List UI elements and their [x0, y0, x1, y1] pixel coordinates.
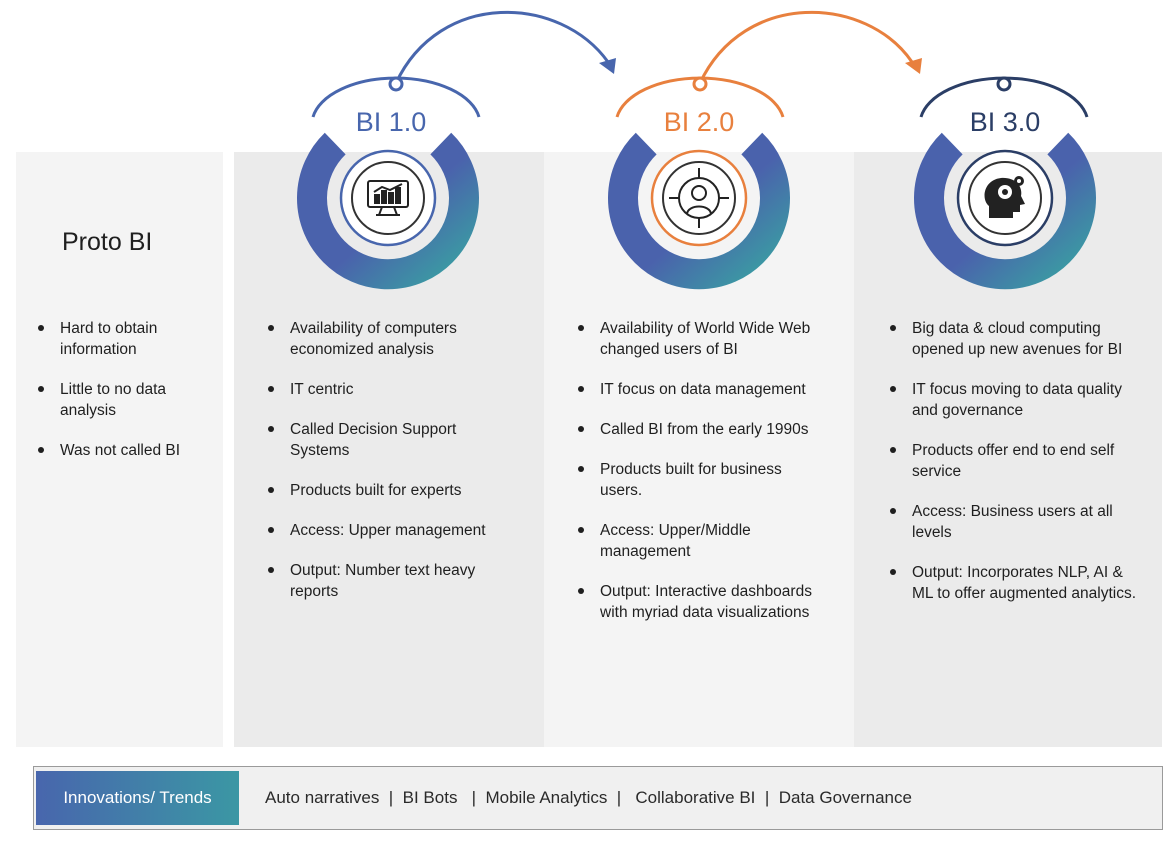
list-item: Availability of World Wide Web changed u…: [576, 318, 826, 360]
list-item: Called BI from the early 1990s: [576, 419, 826, 440]
bi2-ring: [608, 132, 790, 290]
bi2-to-bi3-arrowhead: [905, 58, 922, 74]
list-item: Access: Upper management: [266, 520, 516, 541]
list-item: Availability of computers economized ana…: [266, 318, 516, 360]
list-item: IT focus on data management: [576, 379, 826, 400]
bi2-column: [544, 152, 854, 747]
analytics-monitor-icon: [367, 180, 409, 216]
list-item: Access: Upper/Middle management: [576, 520, 826, 562]
list-item: Access: Business users at all levels: [888, 501, 1138, 543]
bi1-title: BI 1.0: [355, 107, 427, 137]
list-item: Little to no data analysis: [36, 379, 216, 421]
proto-bi-title: Proto BI: [62, 228, 153, 256]
innovations-trends-label: Innovations/ Trends: [36, 771, 239, 825]
bi3-title: BI 3.0: [969, 107, 1041, 137]
bi3-list: Big data & cloud computing opened up new…: [888, 318, 1138, 623]
proto-bi-column: [16, 152, 223, 747]
list-item: IT centric: [266, 379, 516, 400]
innovations-trends-bar: Innovations/ Trends Auto narratives | BI…: [33, 766, 1163, 830]
bi1-column: [234, 152, 544, 747]
list-item: Was not called BI: [36, 440, 216, 461]
innovations-trends-text: Auto narratives | BI Bots | Mobile Analy…: [265, 788, 912, 807]
list-item: Products built for experts: [266, 480, 516, 501]
bi2-to-bi3-arrow: [698, 11, 914, 84]
list-item: Big data & cloud computing opened up new…: [888, 318, 1138, 360]
bi2-list: Availability of World Wide Web changed u…: [576, 318, 826, 642]
bi1-to-bi2-arrowhead: [599, 58, 616, 74]
bi1-to-bi2-arrow: [394, 11, 610, 84]
bi1-list: Availability of computers economized ana…: [266, 318, 516, 621]
bi3-ring: [914, 132, 1096, 290]
bi3-arc-node: [996, 76, 1012, 92]
bi1-ring: [297, 132, 479, 290]
target-user-icon: [669, 168, 729, 228]
list-item: Hard to obtain information: [36, 318, 216, 360]
list-item: IT focus moving to data quality and gove…: [888, 379, 1138, 421]
bi1-arc-node: [388, 76, 404, 92]
bi2-title: BI 2.0: [663, 107, 735, 137]
list-item: Products offer end to end self service: [888, 440, 1138, 482]
bi3-column: [854, 152, 1162, 747]
list-item: Output: Interactive dashboards with myri…: [576, 581, 826, 623]
brain-gear-icon: [984, 176, 1025, 218]
list-item: Output: Incorporates NLP, AI & ML to off…: [888, 562, 1138, 604]
bi2-arc-node: [692, 76, 708, 92]
list-item: Products built for business users.: [576, 459, 826, 501]
proto-bi-list: Hard to obtain information Little to no …: [36, 318, 216, 480]
list-item: Output: Number text heavy reports: [266, 560, 516, 602]
list-item: Called Decision Support Systems: [266, 419, 516, 461]
